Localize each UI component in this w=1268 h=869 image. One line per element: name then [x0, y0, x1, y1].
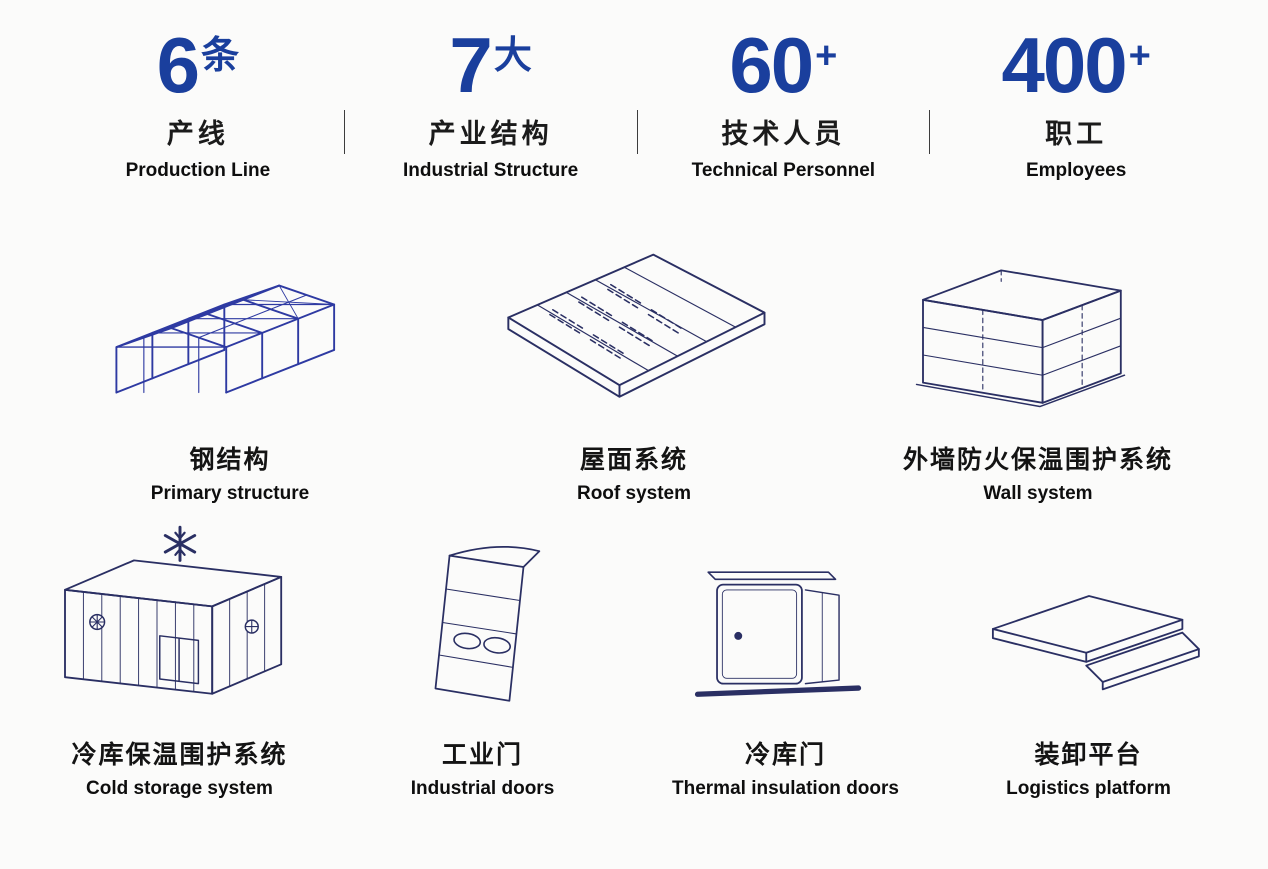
product-cold-storage-door: 冷库门 Thermal insulation doors: [634, 523, 937, 800]
stat-divider: [929, 110, 931, 154]
product-label-zh: 外墙防火保温围护系统: [902, 446, 1173, 474]
stat-label-zh: 产线: [166, 119, 229, 149]
product-caption: 屋面系统 Roof system: [577, 424, 691, 505]
product-label-zh: 装卸平台: [1034, 741, 1143, 769]
cold-storage-door-illustration: [671, 523, 901, 719]
product-caption: 钢结构 Primary structure: [151, 424, 309, 505]
product-label-zh: 冷库保温围护系统: [71, 741, 288, 769]
stat-number: 60+: [729, 21, 838, 109]
roof-system-illustration: [489, 212, 779, 424]
product-caption: 装卸平台 Logistics platform: [1006, 719, 1171, 800]
stat-employees: 400+ 职工 Employees: [930, 26, 1222, 182]
stat-industrial-structure: 7大 产业结构 Industrial Structure: [345, 26, 637, 182]
product-caption: 冷库门 Thermal insulation doors: [672, 719, 899, 800]
stat-number: 7大: [449, 21, 532, 109]
stat-label-zh: 技术人员: [721, 119, 846, 149]
product-label-zh: 工业门: [441, 741, 523, 769]
stat-number: 400+: [1001, 21, 1151, 109]
stat-label-en: Technical Personnel: [691, 160, 876, 181]
stat-label-zh: 职工: [1045, 119, 1108, 149]
product-label-en: Wall system: [983, 483, 1093, 504]
stat-label-en: Production Line: [125, 160, 271, 181]
stat-divider: [636, 110, 638, 154]
product-label-en: Primary structure: [150, 483, 310, 504]
product-label-en: Roof system: [576, 483, 692, 504]
stat-production-line: 6条 产线 Production Line: [52, 26, 344, 182]
product-wall-system: 外墙防火保温围护系统 Wall system: [836, 212, 1240, 505]
product-cold-storage: 冷库保温围护系统 Cold storage system: [28, 523, 331, 800]
product-label-zh: 冷库门: [744, 741, 826, 769]
product-caption: 冷库保温围护系统 Cold storage system: [71, 719, 287, 800]
product-row-2: 冷库保温围护系统 Cold storage system: [0, 523, 1268, 800]
product-label-zh: 钢结构: [189, 446, 271, 474]
product-caption: 外墙防火保温围护系统 Wall system: [903, 424, 1173, 505]
product-label-en: Thermal insulation doors: [672, 778, 899, 799]
product-row-1: 钢结构 Primary structure: [0, 212, 1268, 505]
product-industrial-door: 工业门 Industrial doors: [331, 523, 634, 800]
stats-row: 6条 产线 Production Line 7大 产业结构 Industrial…: [0, 0, 1268, 182]
product-steel-structure: 钢结构 Primary structure: [28, 212, 432, 505]
steel-structure-illustration: [88, 212, 372, 424]
cold-storage-illustration: [42, 523, 318, 719]
stat-label-en: Employees: [1025, 160, 1127, 181]
product-caption: 工业门 Industrial doors: [411, 719, 555, 800]
stat-divider: [343, 110, 345, 154]
stat-technical-personnel: 60+ 技术人员 Technical Personnel: [638, 26, 930, 182]
stat-label-zh: 产业结构: [428, 119, 553, 149]
product-label-zh: 屋面系统: [579, 446, 688, 474]
product-label-en: Logistics platform: [1006, 778, 1171, 799]
industrial-door-illustration: [395, 523, 571, 719]
product-label-en: Industrial doors: [410, 778, 555, 799]
product-loading-platform: 装卸平台 Logistics platform: [937, 523, 1240, 800]
wall-system-illustration: [900, 212, 1176, 424]
loading-platform-illustration: [970, 523, 1208, 719]
stat-number: 6条: [156, 21, 240, 109]
stat-label-en: Industrial Structure: [403, 160, 579, 181]
product-label-en: Cold storage system: [86, 778, 273, 799]
product-roof-system: 屋面系统 Roof system: [432, 212, 836, 505]
